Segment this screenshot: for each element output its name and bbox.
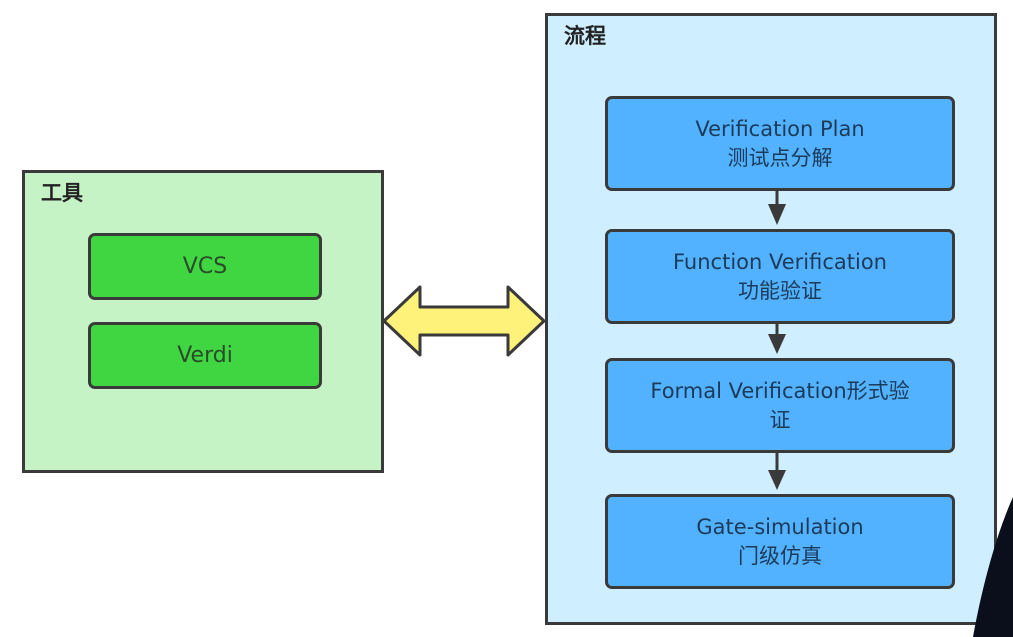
flow-step-label: Formal Verification形式验 bbox=[650, 378, 910, 403]
tools-group-title: 工具 bbox=[41, 181, 83, 205]
flow-group-title: 流程 bbox=[564, 24, 606, 48]
flow-step-sublabel: 功能验证 bbox=[738, 278, 822, 303]
flow-group: 流程 Verification Plan 测试点分解 Function Veri… bbox=[545, 13, 997, 625]
flow-step-function-verification[interactable]: Function Verification 功能验证 bbox=[605, 229, 955, 324]
tool-box-vcs[interactable]: VCS bbox=[88, 233, 322, 300]
dark-corner-overlay bbox=[973, 497, 1013, 637]
flow-step-sublabel: 测试点分解 bbox=[727, 145, 833, 170]
flow-step-label: Verification Plan bbox=[695, 116, 865, 141]
flow-step-gate-simulation[interactable]: Gate-simulation 门级仿真 bbox=[605, 494, 955, 589]
tools-group: 工具 VCS Verdi bbox=[22, 170, 384, 473]
tool-box-verdi[interactable]: Verdi bbox=[88, 322, 322, 389]
flow-step-label: Function Verification bbox=[673, 249, 887, 274]
flow-step-verification-plan[interactable]: Verification Plan 测试点分解 bbox=[605, 96, 955, 191]
flow-step-formal-verification[interactable]: Formal Verification形式验 证 bbox=[605, 358, 955, 453]
double-arrow bbox=[382, 285, 546, 357]
flow-step-sublabel: 门级仿真 bbox=[738, 543, 822, 568]
flow-step-sublabel: 证 bbox=[769, 407, 791, 432]
flow-step-label: Gate-simulation bbox=[696, 514, 864, 539]
